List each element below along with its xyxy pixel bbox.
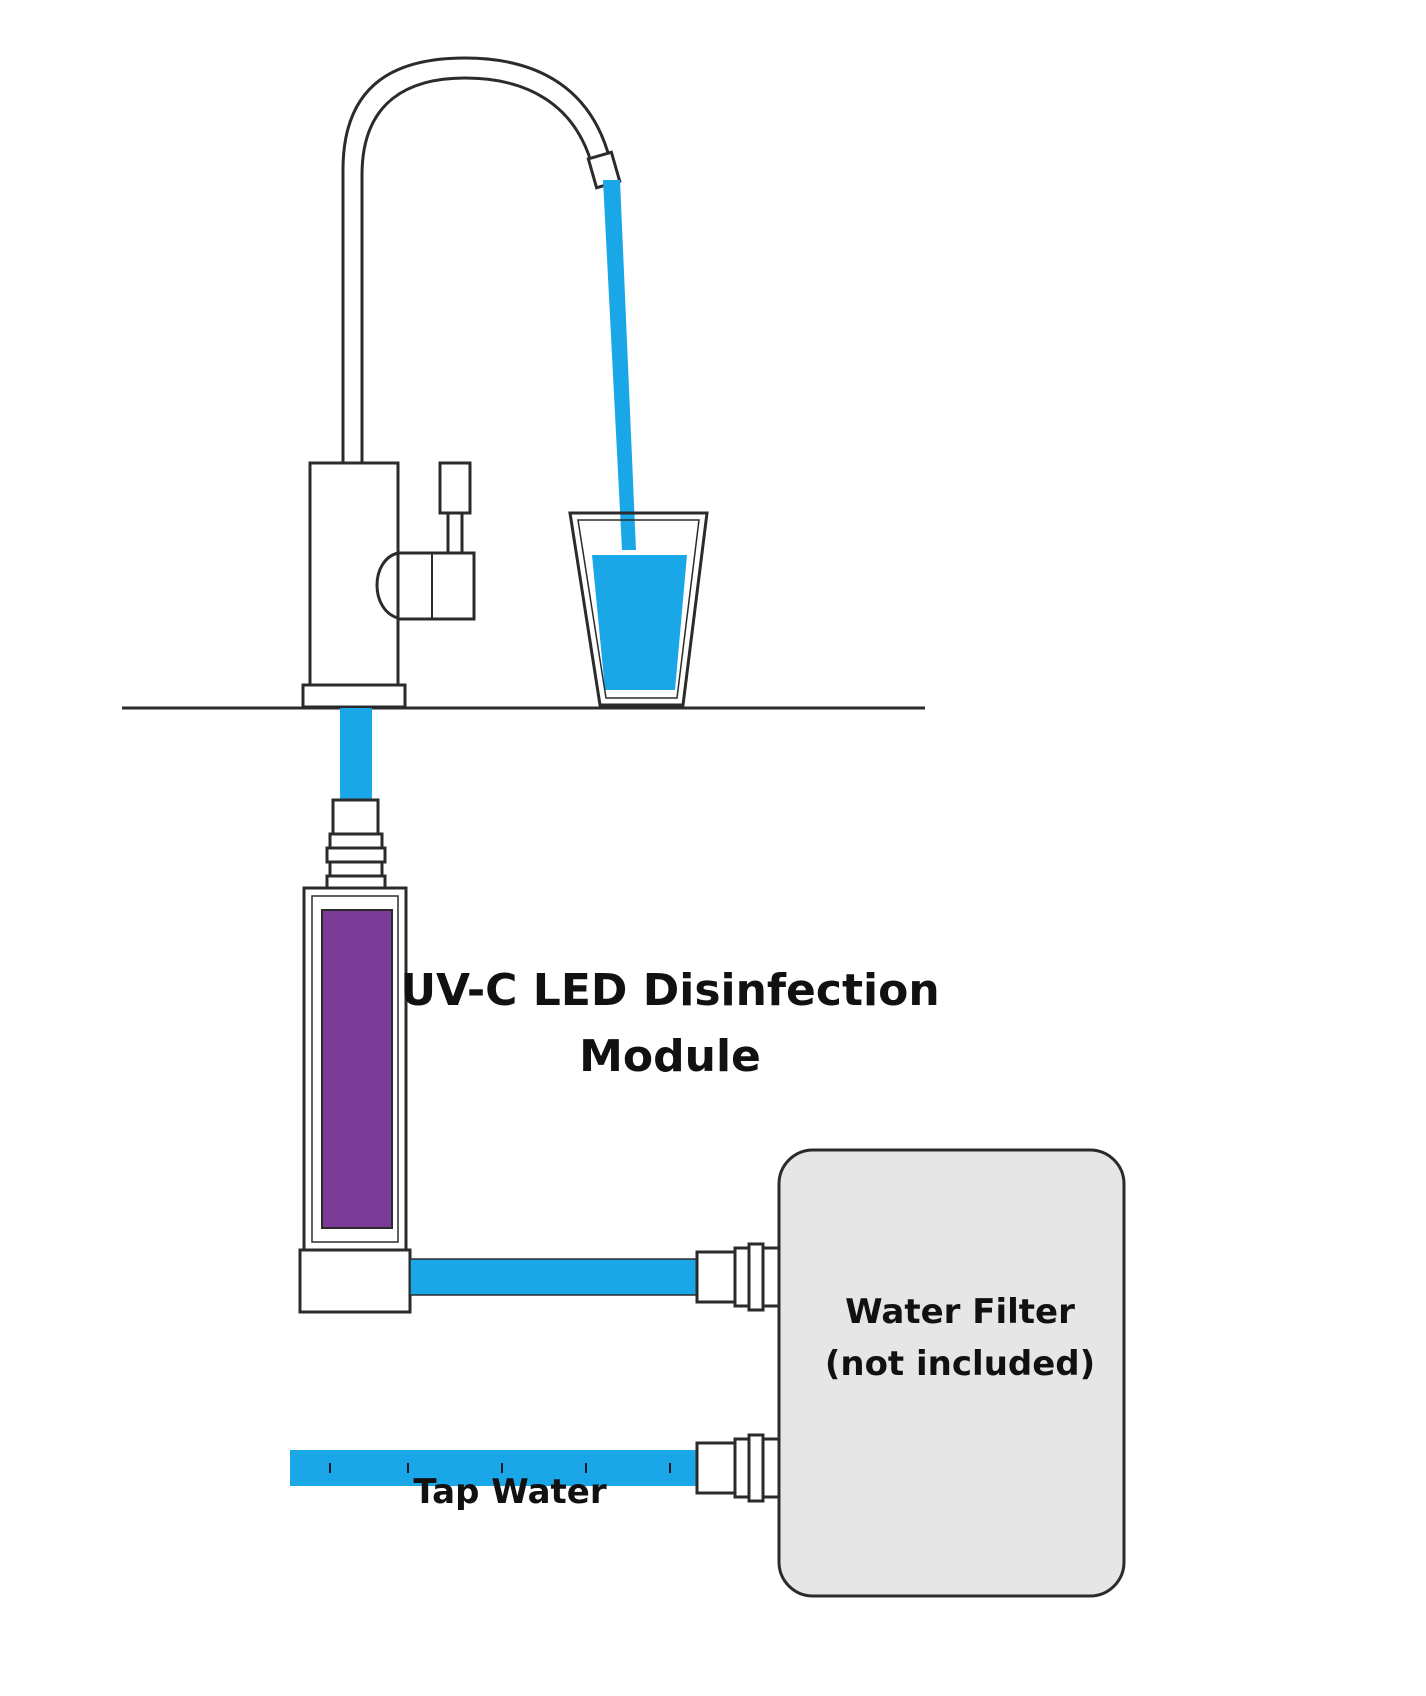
filter-outlet-pipe <box>409 1258 698 1296</box>
faucet <box>301 56 622 709</box>
tap-water-label: Tap Water <box>413 1472 607 1512</box>
faucet-spout-outer <box>341 56 612 463</box>
faucet-lever <box>438 461 472 515</box>
water-stream <box>603 180 636 550</box>
faucet-handle-knob <box>375 551 399 620</box>
glass-outline <box>568 511 709 707</box>
glass-water <box>592 555 687 690</box>
filter-lower-fitting <box>695 1433 781 1503</box>
uv-module-base <box>298 1248 412 1314</box>
water-filter-label: Water Filter (not included) <box>800 1286 1120 1390</box>
uv-module-label-line1: UV-C LED Disinfection <box>400 965 940 1016</box>
faucet-spout-inner <box>360 76 594 463</box>
drinking-glass <box>568 511 709 707</box>
faucet-handle <box>396 551 476 621</box>
water-filter-label-line1: Water Filter <box>845 1292 1075 1332</box>
uv-module-label-line2: Module <box>579 1031 761 1082</box>
faucet-base <box>301 683 407 709</box>
filter-upper-fitting <box>695 1242 781 1312</box>
uv-chamber <box>321 909 393 1229</box>
water-filter-label-line2: (not included) <box>824 1344 1096 1384</box>
uv-module-label: UV-C LED Disinfection Module <box>380 958 960 1090</box>
uv-module-top-fitting <box>325 798 387 890</box>
outlet-pipe <box>340 708 372 800</box>
water-filter-box <box>777 1148 1126 1598</box>
uv-led-module <box>298 886 412 1314</box>
tap-water-pipe <box>290 1450 697 1486</box>
